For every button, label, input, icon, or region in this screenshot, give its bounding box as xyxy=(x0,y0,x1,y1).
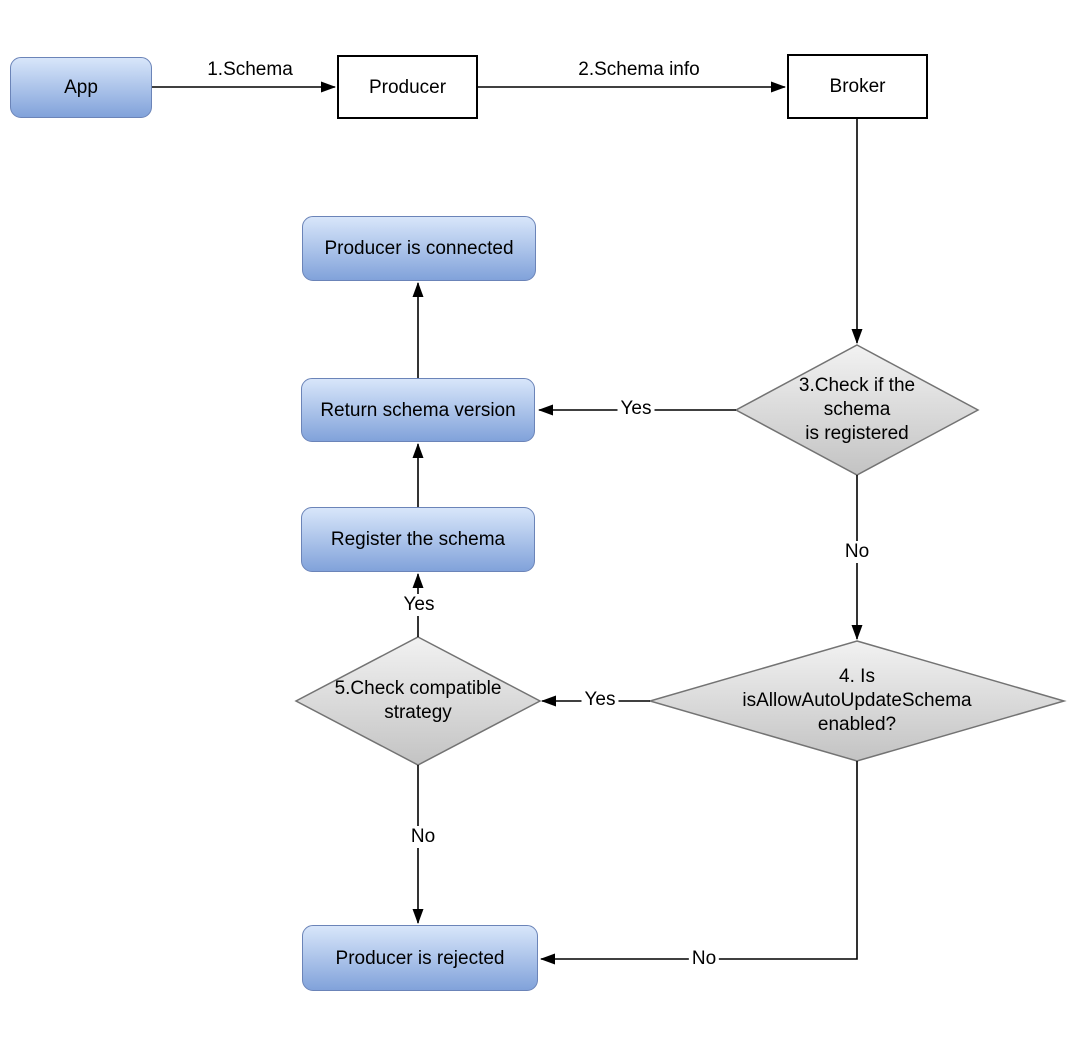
edge-label-2-schema-info: 2.Schema info xyxy=(575,59,703,81)
node-producer-rejected: Producer is rejected xyxy=(302,925,538,991)
node-app: App xyxy=(10,57,152,118)
edge-label-yes-compatible: Yes xyxy=(400,594,438,616)
edge-label-1-schema: 1.Schema xyxy=(204,59,296,81)
node-register-schema: Register the schema xyxy=(301,507,535,572)
edge-label-yes-registered: Yes xyxy=(617,398,655,420)
node-return-schema-version: Return schema version xyxy=(301,378,535,442)
node-broker: Broker xyxy=(787,54,928,119)
edge-label-no-auto-update: No xyxy=(688,948,720,970)
decision-auto-update-label: 4. Is isAllowAutoUpdateSchema enabled? xyxy=(742,666,972,735)
decision-compatible-strategy-label: 5.Check compatible strategy xyxy=(334,678,502,723)
edge-auto-update-no-to-rejected xyxy=(540,761,858,965)
node-producer-connected: Producer is connected xyxy=(302,216,536,281)
edge-label-no-compatible: No xyxy=(407,826,439,848)
edge-label-no-registered: No xyxy=(841,541,873,563)
decision-check-registered-label: 3.Check if the schema is registered xyxy=(798,375,916,444)
edge-label-yes-auto-update: Yes xyxy=(581,689,619,711)
node-producer: Producer xyxy=(337,55,478,119)
